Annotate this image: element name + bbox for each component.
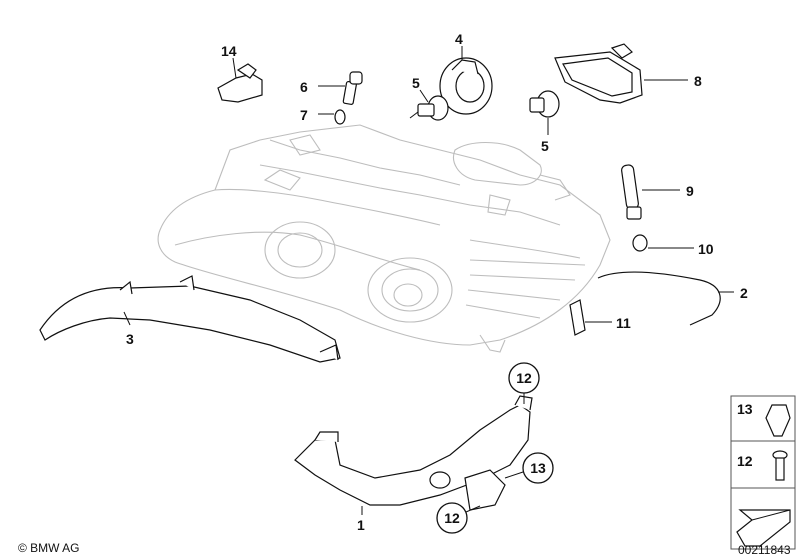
label-part-10: 10: [698, 241, 714, 257]
part-6-bulb-holder: [318, 71, 363, 105]
label-part-8: 8: [694, 73, 702, 89]
label-part-9: 9: [686, 183, 694, 199]
callout-12-bottom: [436, 502, 481, 534]
callout-12-bottom-label: 12: [444, 510, 460, 526]
screw-icon: [772, 450, 788, 481]
callout-13: [504, 452, 554, 484]
legend-12-label: 12: [737, 453, 753, 469]
document-id: 00211843: [738, 543, 791, 557]
label-part-4: 4: [455, 31, 463, 47]
headlight-housing-outline: [157, 124, 611, 353]
callout-13-label: 13: [530, 460, 546, 476]
label-part-14: 14: [221, 43, 237, 59]
part-9-xenon-bulb: [621, 164, 680, 220]
part-1-bracket: [294, 395, 533, 515]
arrow-icon: [736, 509, 791, 547]
legend-13-label: 13: [737, 401, 753, 417]
part-8-cover: [554, 43, 688, 104]
callout-12-top-label: 12: [516, 370, 532, 386]
part-10-small-bulb: [632, 234, 694, 252]
part-14-clip: [217, 57, 263, 103]
label-part-2: 2: [740, 285, 748, 301]
callout-12-top: [508, 362, 540, 404]
label-part-11: 11: [616, 315, 631, 331]
part-2-seal: [597, 271, 734, 326]
label-part-5-right: 5: [541, 138, 549, 154]
label-part-6: 6: [300, 79, 308, 95]
part-5-bulb-left: [409, 89, 449, 121]
hardware-legend: [730, 395, 796, 550]
part-11-clip: [569, 299, 612, 336]
label-part-7: 7: [300, 107, 308, 123]
label-part-5-left: 5: [412, 75, 420, 91]
label-part-1: 1: [357, 517, 365, 533]
part-5-bulb-right: [529, 90, 560, 135]
copyright-text: © BMW AG: [18, 541, 80, 555]
nut-icon: [765, 404, 791, 437]
part-3-trim: [39, 275, 341, 363]
label-part-3: 3: [126, 331, 134, 347]
part-4-cap: [439, 46, 493, 115]
part-7-small-bulb: [318, 109, 346, 125]
